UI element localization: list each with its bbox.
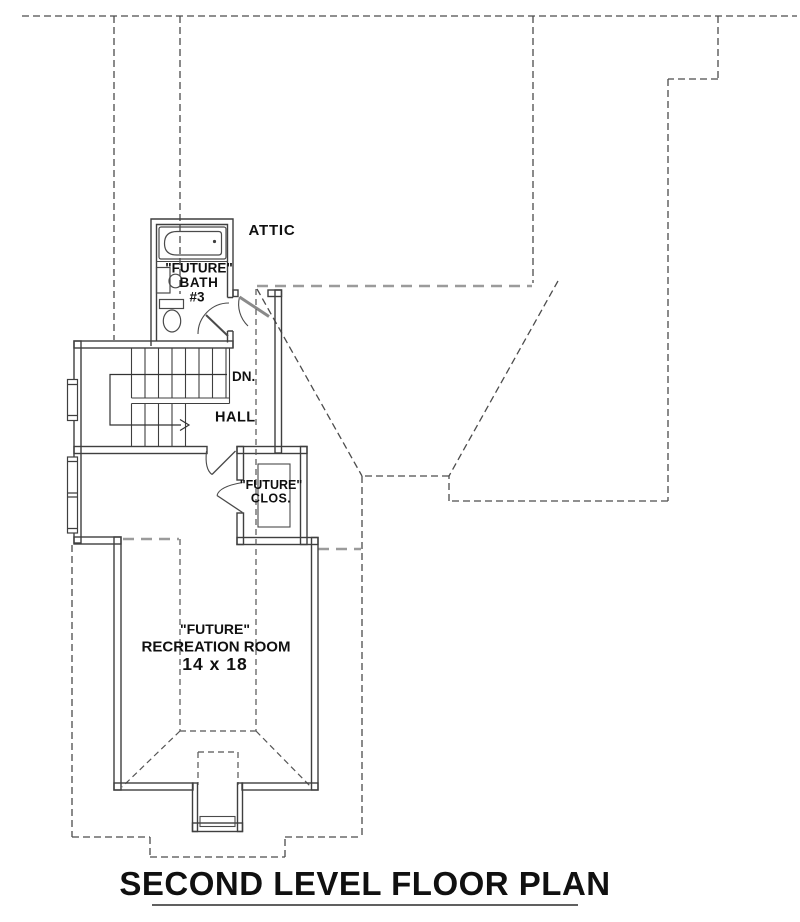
fireplace-hearth xyxy=(199,815,236,828)
walk-line-arrow xyxy=(109,373,227,432)
plan-title: SECOND LEVEL FLOOR PLAN xyxy=(119,865,610,902)
bathtub-deck xyxy=(158,226,227,260)
roof-bottom-edge xyxy=(72,836,362,858)
stairs xyxy=(130,348,231,447)
door-leaf-closet xyxy=(216,494,243,514)
doors xyxy=(197,295,270,514)
door-leaf-attic xyxy=(238,295,270,318)
roof-right-edge xyxy=(362,16,719,502)
walk-line xyxy=(109,373,227,426)
roof-outline-dashed xyxy=(22,15,797,858)
label-rec-line1: "FUTURE" xyxy=(180,621,250,637)
label-rec-line2: RECREATION ROOM xyxy=(142,639,291,656)
bathtub-basin xyxy=(163,230,223,256)
wall-hall-right xyxy=(274,289,283,454)
wall-rec-bottom-right xyxy=(241,782,319,791)
ceiling-break-lines xyxy=(121,539,312,788)
ceiling-break-diag-left xyxy=(121,730,181,788)
vanity xyxy=(155,266,171,294)
window-upper xyxy=(66,378,79,422)
stair-treads-upper xyxy=(130,348,227,398)
wall-attic-door-stub-right xyxy=(267,289,283,298)
wall-hall-left xyxy=(73,340,82,544)
wall-rec-left xyxy=(113,536,122,791)
wall-bath-door-jambs xyxy=(227,296,233,332)
door-leaf-hall xyxy=(211,450,236,475)
sink xyxy=(168,273,183,289)
closet-shelf xyxy=(257,463,291,528)
wall-closet-left-upper xyxy=(236,445,245,481)
roof-valley-left xyxy=(256,288,363,477)
door-leaf-bath xyxy=(205,314,229,337)
door-arc-hall xyxy=(205,450,213,475)
door-arc-attic xyxy=(238,296,249,327)
toilet-bowl xyxy=(162,309,182,333)
wall-bump-bottom xyxy=(191,822,244,833)
wall-hall-top xyxy=(73,340,234,349)
bathtub-drain xyxy=(212,239,217,244)
walls xyxy=(73,218,319,833)
eave-lines-gray-dashed xyxy=(123,284,532,551)
wall-closet-bottom xyxy=(236,536,319,546)
wall-closet-right xyxy=(299,445,308,546)
label-bath-line1: "FUTURE" xyxy=(165,261,233,276)
windows xyxy=(66,378,79,534)
label-down: DN. xyxy=(232,369,255,384)
plan-title-group: SECOND LEVEL FLOOR PLAN xyxy=(119,865,610,906)
room-labels: ATTIC "FUTURE" BATH #3 DN. HALL "FUTURE"… xyxy=(142,222,303,674)
label-bath-line3: #3 xyxy=(189,290,205,305)
wall-closet-left-lower xyxy=(236,512,245,546)
label-bath-line2: BATH xyxy=(180,275,219,290)
label-rec-line3: 14 x 18 xyxy=(182,654,247,674)
wall-attic-door-stub-left xyxy=(232,289,239,298)
walk-line-arrowhead xyxy=(179,418,191,432)
roof-valley-right xyxy=(448,280,559,477)
label-hall: HALL xyxy=(215,410,256,426)
stair-landing-edge xyxy=(131,348,231,405)
ceiling-break-fireplace xyxy=(197,751,239,785)
window-lower-double xyxy=(66,456,79,534)
toilet-tank xyxy=(158,298,185,310)
label-attic: ATTIC xyxy=(248,222,295,239)
door-arc-closet xyxy=(216,481,243,496)
wall-hall-bottom xyxy=(73,445,208,455)
door-arc-bath xyxy=(197,302,230,335)
bath-fixtures xyxy=(155,226,228,333)
ceiling-break-diag-right xyxy=(255,730,312,788)
wall-closet-top xyxy=(236,445,308,455)
label-closet-line1: "FUTURE" xyxy=(240,478,303,492)
wall-rec-right xyxy=(310,536,319,791)
label-closet-line2: CLOS. xyxy=(251,492,291,506)
